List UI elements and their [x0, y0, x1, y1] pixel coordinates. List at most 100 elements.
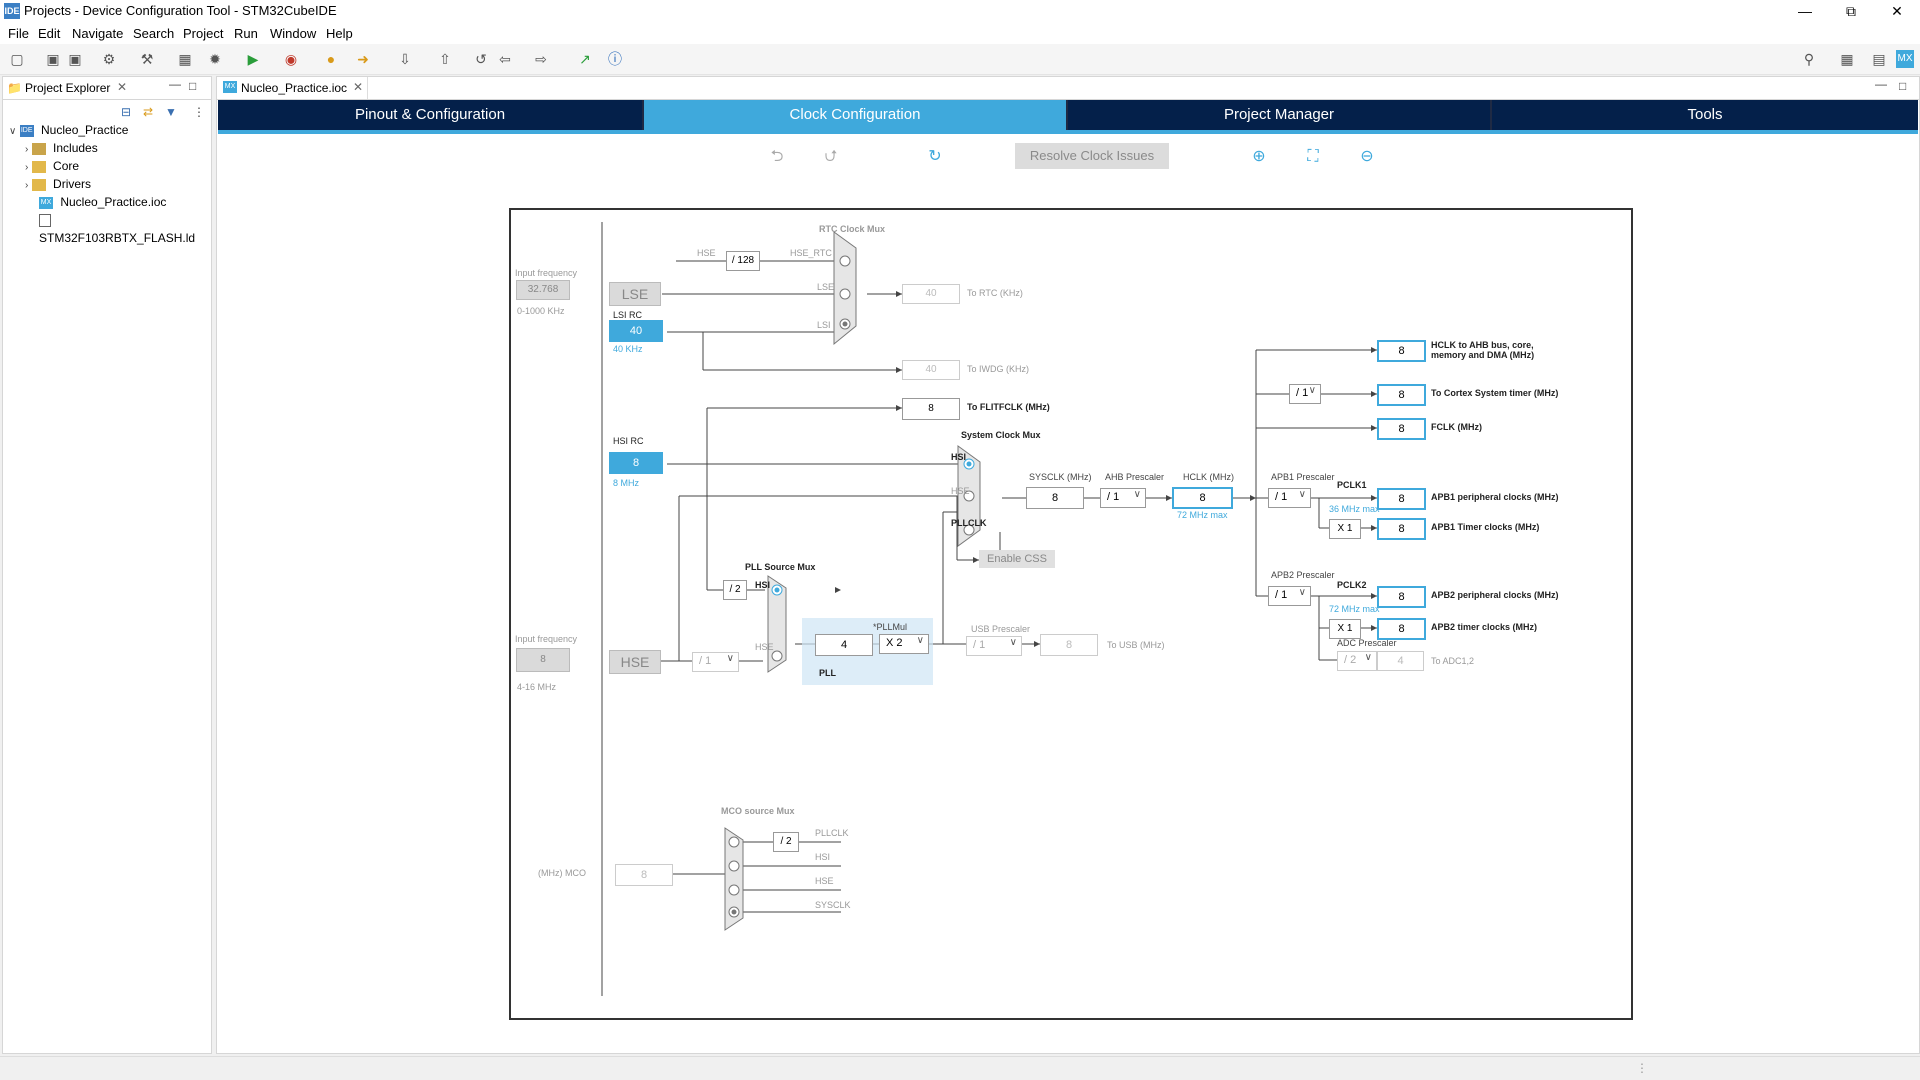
tree-item-ld[interactable]: STM32F103RBTX_FLASH.ld	[39, 211, 211, 245]
redo-icon[interactable]: ⮍	[824, 148, 838, 165]
hse-range-label: 4-16 MHz	[517, 682, 557, 692]
chevron-right-icon[interactable]: ›	[25, 162, 29, 173]
fclk-output[interactable]: 8	[1377, 418, 1426, 440]
editor-tab[interactable]: MX Nucleo_Practice.ioc ✕	[219, 77, 368, 99]
filter-icon[interactable]: ▼	[165, 105, 177, 119]
hclk-field[interactable]: 8	[1172, 487, 1233, 509]
tab-project-manager[interactable]: Project Manager	[1068, 100, 1490, 130]
minimize-view-icon[interactable]: —	[169, 77, 181, 91]
pllmul-label: *PLLMul	[873, 622, 908, 632]
usb-prescaler-select[interactable]: / 1∨	[966, 636, 1022, 656]
save-icon[interactable]: ▣	[46, 51, 60, 67]
open-perspective-icon[interactable]: ↗	[579, 51, 591, 67]
next-annotation-icon[interactable]: ➜	[357, 51, 369, 67]
pll-hse-divider-select[interactable]: / 1∨	[692, 652, 739, 672]
tab-tools[interactable]: Tools	[1492, 100, 1918, 130]
refresh-icon[interactable]: ↻	[928, 148, 942, 165]
sysclk-field[interactable]: 8	[1026, 487, 1084, 509]
clock-diagram: Input frequency 32.768 0-1000 KHz LSE LS…	[509, 208, 1633, 1020]
adc-prescaler-select[interactable]: / 2∨	[1337, 651, 1377, 671]
enable-css-button[interactable]: Enable CSS	[979, 550, 1055, 568]
minimize-button[interactable]: —	[1798, 3, 1812, 19]
linker-file-icon	[39, 214, 51, 228]
project-explorer-tab[interactable]: 📁 Project Explorer ✕ — □	[3, 77, 211, 100]
prev-annotation-icon[interactable]: ⇩	[399, 51, 411, 67]
resolve-clock-issues-button[interactable]: Resolve Clock Issues	[1015, 143, 1169, 169]
tab-clock-configuration[interactable]: Clock Configuration	[644, 100, 1066, 130]
tree-project-row[interactable]: ∨ IDE Nucleo_Practice	[9, 121, 128, 139]
maximize-view-icon[interactable]: □	[189, 79, 197, 93]
apb2-prescaler-select[interactable]: / 1∨	[1268, 586, 1311, 606]
build-config-icon[interactable]: ⚙	[102, 51, 116, 67]
hclk-ahb-output[interactable]: 8	[1377, 340, 1426, 362]
menu-navigate[interactable]: Navigate	[72, 26, 124, 41]
link-editor-icon[interactable]: ⇄	[143, 105, 154, 119]
forward-icon[interactable]: ⇨	[535, 51, 547, 67]
close-tab-icon[interactable]: ✕	[353, 80, 364, 94]
view-menu-icon[interactable]: ⋮	[193, 105, 205, 119]
chevron-down-icon[interactable]: ∨	[9, 126, 17, 137]
search-icon[interactable]: ⚲	[1803, 51, 1815, 67]
menu-search[interactable]: Search	[133, 26, 175, 41]
tree-item-label: Nucleo_Practice.ioc	[60, 195, 167, 209]
apb1-peripheral-output[interactable]: 8	[1377, 488, 1426, 510]
cortex-divider-select[interactable]: / 1∨	[1289, 384, 1321, 404]
tree-item-core[interactable]: › Core	[25, 157, 79, 175]
undo-icon[interactable]: ⮌	[770, 148, 784, 165]
menu-window[interactable]: Window	[270, 26, 317, 41]
back-history-icon[interactable]: ↺	[475, 51, 487, 67]
build-icon[interactable]: ⚒	[140, 51, 154, 67]
ahb-prescaler-select[interactable]: / 1∨	[1100, 488, 1146, 508]
hse-frequency-field[interactable]: 8	[516, 648, 570, 672]
apb1-timer-output[interactable]: 8	[1377, 518, 1426, 540]
device-icon[interactable]: ▦	[178, 51, 192, 67]
info-icon[interactable]: ⓘ	[608, 51, 622, 67]
zoom-out-icon[interactable]: ⊖	[1360, 148, 1374, 165]
save-all-icon[interactable]: ▣	[68, 51, 82, 67]
clock-toolbar: ⮌ ⮍ ↻ ⊕ ⛶ ⊖	[217, 139, 1919, 175]
menu-file[interactable]: File	[8, 26, 29, 41]
tree-item-ioc[interactable]: MX Nucleo_Practice.ioc	[39, 193, 166, 211]
tree-item-includes[interactable]: › Includes	[25, 139, 98, 157]
tab-pinout[interactable]: Pinout & Configuration	[218, 100, 642, 130]
run-icon[interactable]: ▶	[247, 51, 259, 67]
back-icon[interactable]: ⇦	[499, 51, 511, 67]
pll-hsi-label: HSI	[755, 580, 771, 590]
usb-output-field: 8	[1040, 634, 1098, 656]
chevron-right-icon[interactable]: ›	[25, 180, 29, 191]
close-button[interactable]: ✕	[1891, 3, 1903, 19]
pll-source-mux-label: PLL Source Mux	[745, 562, 816, 572]
mx-perspective-icon[interactable]: MX	[1896, 50, 1914, 68]
zoom-in-icon[interactable]: ⊕	[1252, 148, 1266, 165]
tree-item-label: STM32F103RBTX_FLASH.ld	[39, 231, 196, 245]
new-icon[interactable]: ▢	[10, 51, 24, 67]
lse-frequency-field[interactable]: 32.768	[516, 280, 570, 300]
pclk1-max-label: 36 MHz max	[1329, 504, 1380, 514]
pllmul-select[interactable]: X 2∨	[879, 634, 929, 654]
restore-button[interactable]: ⧉	[1846, 3, 1856, 19]
cortex-timer-output[interactable]: 8	[1377, 384, 1426, 406]
apb2-peripheral-output[interactable]: 8	[1377, 586, 1426, 608]
folder-icon: 📁	[7, 81, 22, 95]
perspective-icon[interactable]: ▦	[1840, 51, 1854, 67]
coverage-icon[interactable]: ●	[326, 51, 336, 67]
maximize-view-icon[interactable]: □	[1899, 79, 1907, 93]
apb2-timer-output[interactable]: 8	[1377, 618, 1426, 640]
fit-screen-icon[interactable]: ⛶	[1307, 148, 1319, 165]
minimize-view-icon[interactable]: —	[1875, 77, 1887, 91]
chevron-right-icon[interactable]: ›	[25, 144, 29, 155]
apb1-prescaler-select[interactable]: / 1∨	[1268, 488, 1311, 508]
external-tools-icon[interactable]: ◉	[284, 51, 298, 67]
apb1-peripheral-output-label: APB1 peripheral clocks (MHz)	[1431, 492, 1559, 502]
cpp-perspective-icon[interactable]: ▤	[1872, 51, 1886, 67]
tree-item-drivers[interactable]: › Drivers	[25, 175, 91, 193]
menu-help[interactable]: Help	[326, 26, 353, 41]
debug-icon[interactable]: ✹	[209, 51, 221, 67]
close-tab-icon[interactable]: ✕	[117, 80, 128, 94]
menu-project[interactable]: Project	[183, 26, 224, 41]
last-edit-icon[interactable]: ⇧	[439, 51, 451, 67]
collapse-all-icon[interactable]: ⊟	[121, 105, 132, 119]
main-toolbar: ▢ ▣ ▣ ⚙ ⚒ ▦ ✹ ▶ ◉ ● ➜ ⇩ ⇧ ↺ ⇦ ⇨ ↗ ⓘ ⚲ ▦ …	[0, 44, 1920, 75]
menu-run[interactable]: Run	[234, 26, 258, 41]
menu-edit[interactable]: Edit	[38, 26, 61, 41]
